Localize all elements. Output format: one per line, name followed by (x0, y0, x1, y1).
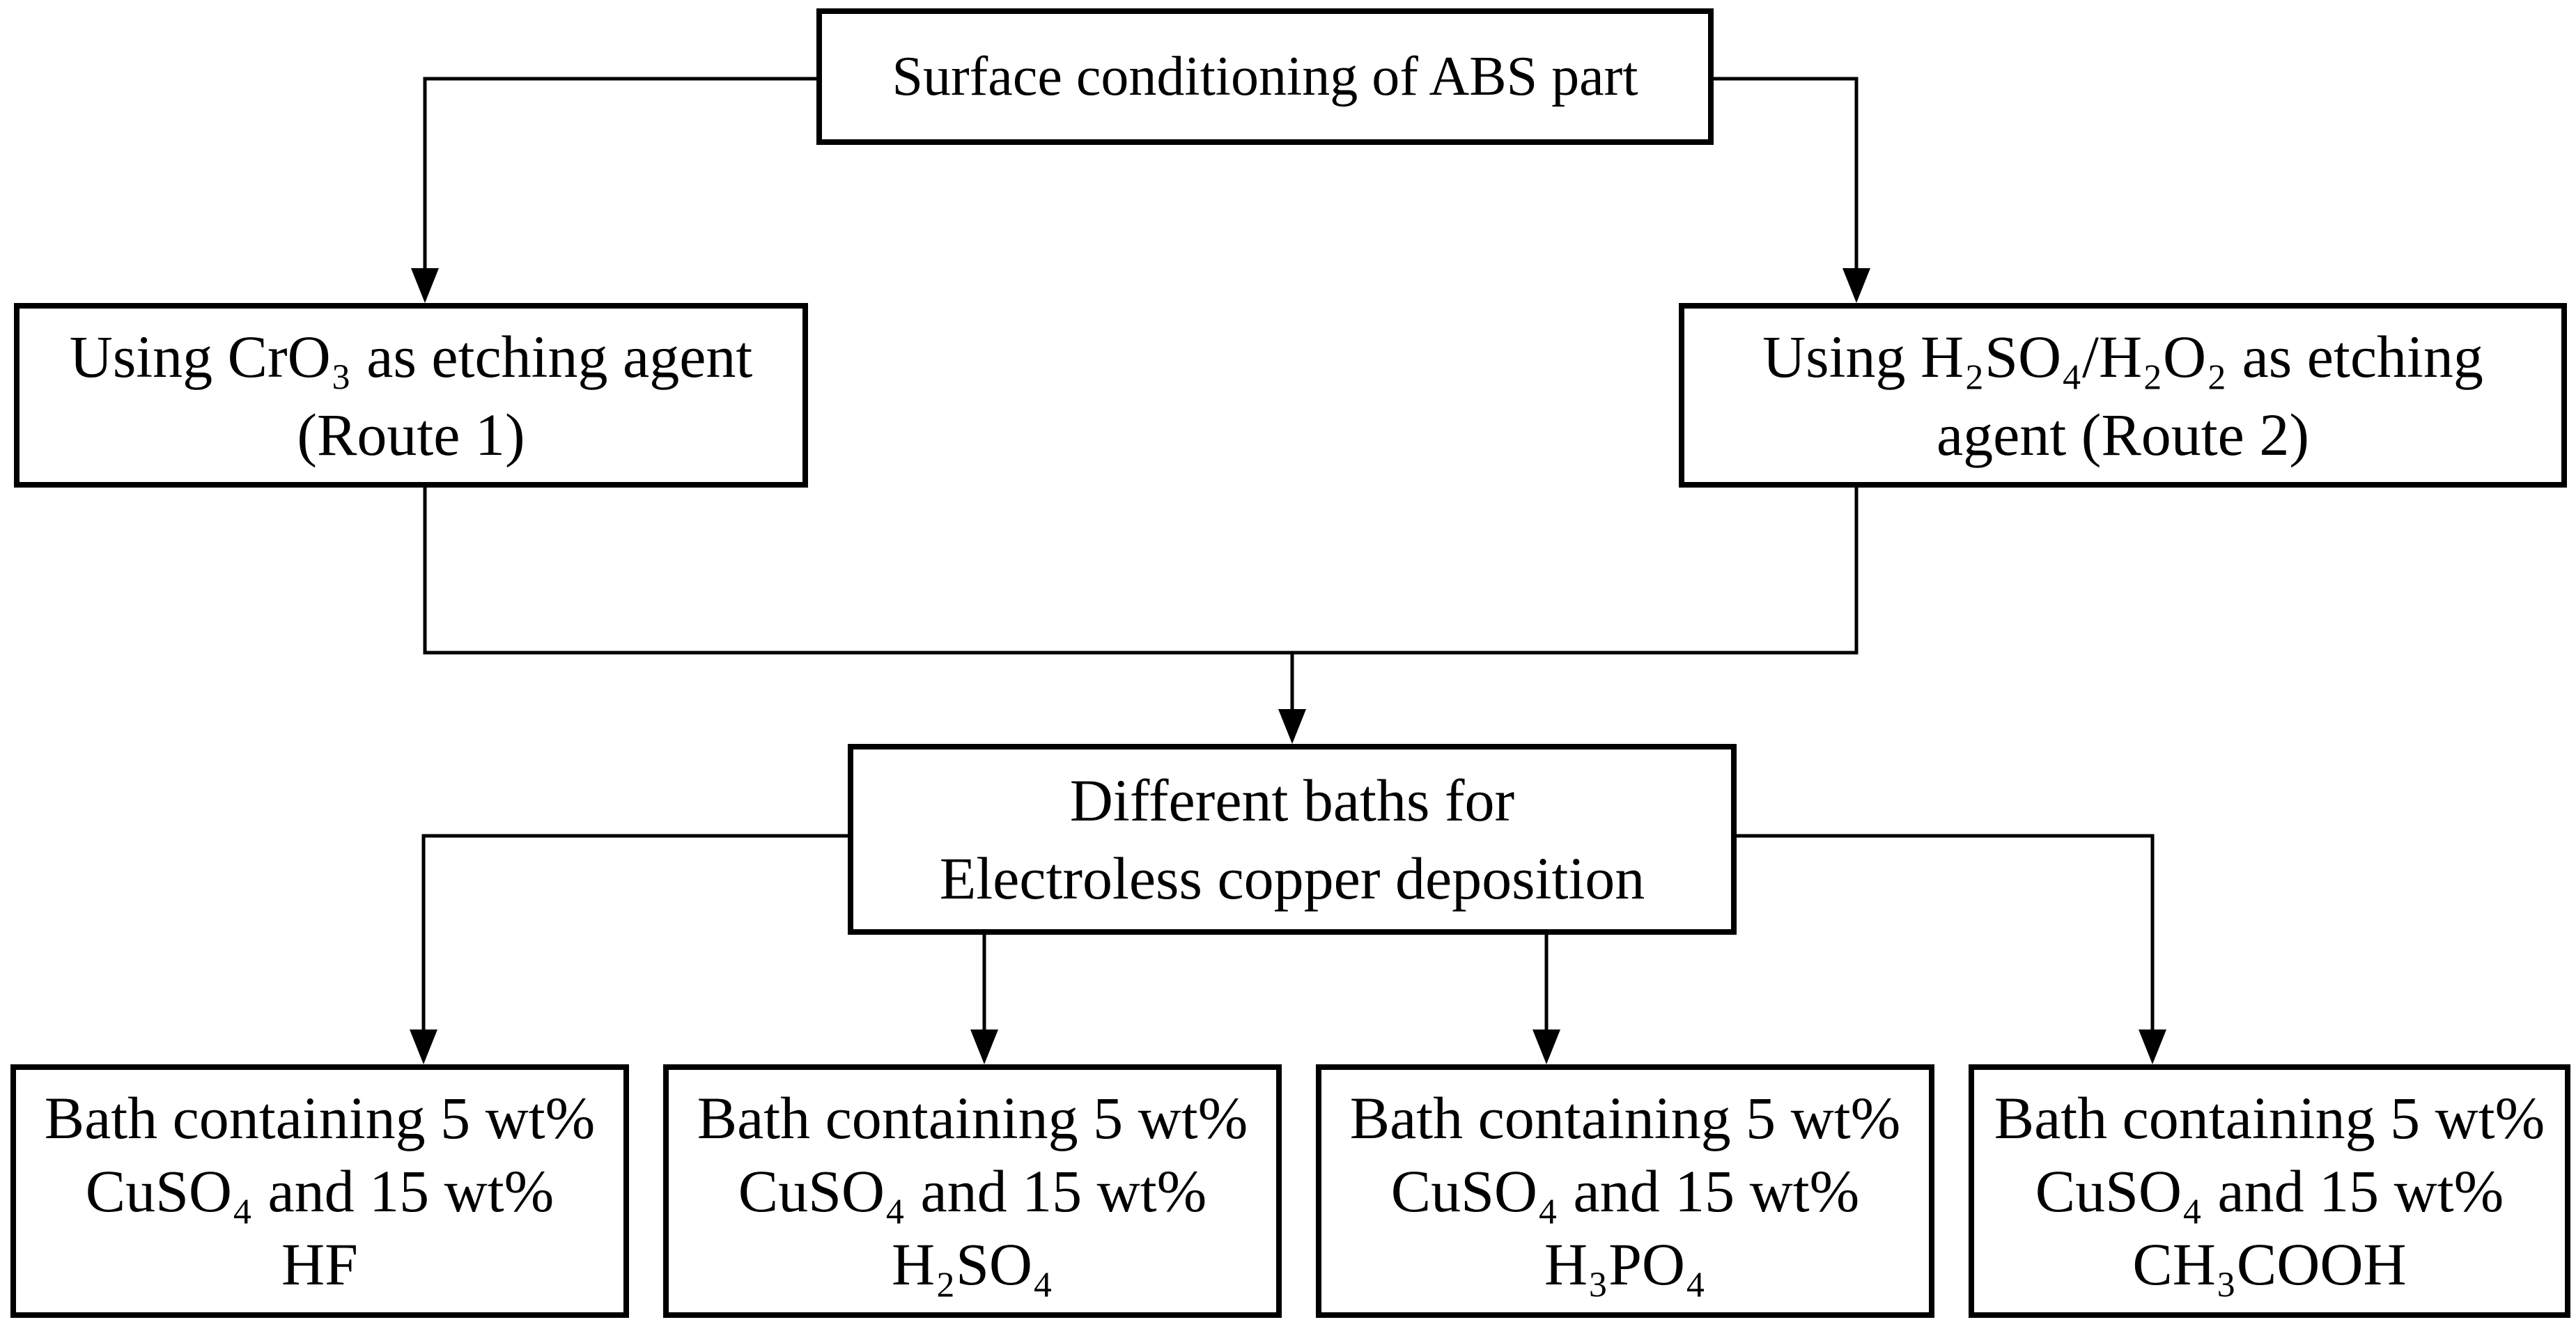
box-bath-h3po4: Bath containing 5 wt% CuSO₄ and 15 wt% H… (1316, 1064, 1934, 1318)
box-text-line: H₂SO₄ (891, 1230, 1053, 1298)
box-text-line: Surface conditioning of ABS part (892, 46, 1638, 107)
box-text-line: agent (Route 2) (1937, 401, 2309, 468)
box-surface-conditioning: Surface conditioning of ABS part (816, 8, 1714, 145)
connector-surface-to-route2 (1714, 77, 1859, 268)
box-bath-ch3cooh: Bath containing 5 wt% CuSO₄ and 15 wt% C… (1969, 1064, 2570, 1318)
box-bath-hf: Bath containing 5 wt% CuSO₄ and 15 wt% H… (10, 1064, 629, 1318)
arrowhead-down-bath2 (970, 1029, 998, 1064)
connector-baths-to-bath1 (421, 834, 848, 1029)
box-text-line: Different baths for (1069, 767, 1515, 834)
box-text-line: Electroless copper deposition (939, 845, 1645, 912)
box-electroless-copper-baths: Different baths for Electroless copper d… (848, 744, 1737, 935)
arrowhead-down-route1 (411, 268, 439, 303)
connector-routes-merge (423, 488, 1859, 655)
box-text-line: CuSO₄ and 15 wt% (2035, 1157, 2504, 1225)
arrowhead-down-route2 (1842, 268, 1870, 303)
box-text-line: CuSO₄ and 15 wt% (1390, 1157, 1860, 1225)
box-route-2-h2so4-h2o2-etching: Using H₂SO₄/H₂O₂ as etching agent (Route… (1679, 303, 2567, 488)
box-text-line: Bath containing 5 wt% (697, 1084, 1248, 1151)
connector-baths-to-bath4 (1737, 834, 2155, 1029)
box-bath-h2so4: Bath containing 5 wt% CuSO₄ and 15 wt% H… (663, 1064, 1282, 1318)
box-text-line: Using CrO₃ as etching agent (69, 322, 753, 390)
box-text-line: CuSO₄ and 15 wt% (85, 1157, 554, 1225)
connectors (410, 77, 2166, 1064)
connector-surface-to-route1 (423, 77, 816, 268)
arrowhead-down-bath3 (1533, 1029, 1560, 1064)
box-text-line: Bath containing 5 wt% (44, 1084, 596, 1151)
arrowhead-down-bath4 (2139, 1029, 2166, 1064)
box-text-line: Bath containing 5 wt% (1994, 1084, 2545, 1151)
box-text-line: CH₃COOH (2132, 1230, 2407, 1298)
box-text-line: Using H₂SO₄/H₂O₂ as etching (1762, 322, 2483, 390)
box-text-line: (Route 1) (297, 401, 525, 468)
arrowhead-down-bath1 (410, 1029, 437, 1064)
arrowhead-down-baths (1278, 709, 1306, 744)
box-text-line: CuSO₄ and 15 wt% (738, 1157, 1207, 1225)
box-text-line: H₃PO₄ (1544, 1230, 1706, 1298)
box-route-1-cro3-etching: Using CrO₃ as etching agent (Route 1) (14, 303, 808, 488)
box-text-line: Bath containing 5 wt% (1349, 1084, 1901, 1151)
box-text-line: HF (281, 1230, 358, 1298)
